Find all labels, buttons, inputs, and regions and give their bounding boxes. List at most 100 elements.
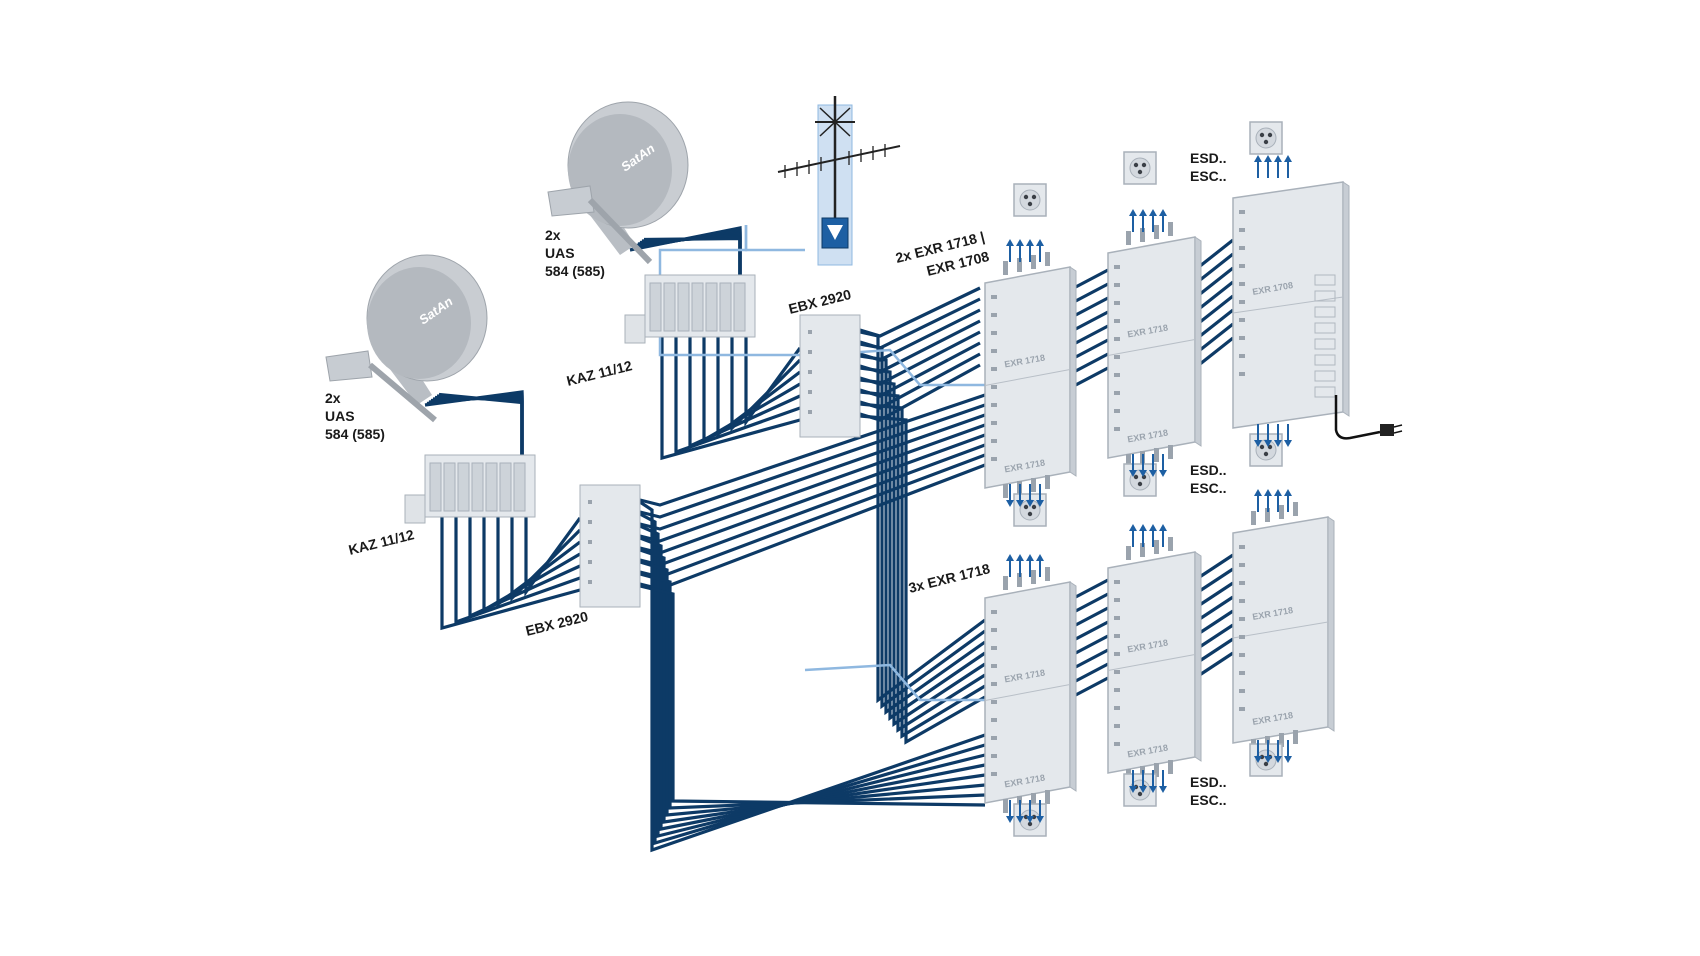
port-bottom: [1154, 448, 1159, 462]
ebx-upper-device: [799, 314, 861, 438]
arrow-down-head: [1264, 440, 1272, 447]
cable: [440, 517, 581, 631]
arrow-down-head: [1006, 500, 1014, 507]
port-top: [1045, 252, 1050, 266]
port-top: [1140, 228, 1145, 242]
port-left: [1239, 581, 1245, 585]
port-left: [1239, 264, 1245, 268]
cable: [482, 517, 581, 613]
cable: [859, 354, 986, 716]
satellite-dish-upper: SatAn: [547, 101, 689, 265]
esd-top-line2: ESC..: [1190, 168, 1227, 184]
kaz-upper-label: KAZ 11/12: [565, 357, 634, 389]
cable: [859, 402, 986, 739]
arrow-up-head: [1149, 209, 1157, 216]
arrow-down-head: [1026, 500, 1034, 507]
arrow-up-head: [1254, 155, 1262, 162]
cable: [639, 453, 986, 579]
vent: [1314, 354, 1336, 366]
port-left: [1114, 670, 1120, 674]
arrow-up-head: [1264, 489, 1272, 496]
port-bottom: [1168, 760, 1173, 774]
cable: [716, 337, 801, 438]
arrow-down-head: [1016, 500, 1024, 507]
port-left: [1239, 300, 1245, 304]
arrow-up-head: [1264, 155, 1272, 162]
dish-lower-model: 584 (585): [325, 426, 385, 442]
port-left: [1114, 742, 1120, 746]
port-left: [1114, 409, 1120, 413]
cable: [639, 403, 986, 519]
ebx-lower-label: EBX 2920: [524, 608, 590, 639]
port-left: [991, 457, 997, 461]
esd-top-line1: ESD..: [1190, 150, 1227, 166]
port-left: [991, 610, 997, 614]
arrow-up-head: [1129, 209, 1137, 216]
port-bottom: [1168, 445, 1173, 459]
cable: [744, 337, 802, 427]
wall-outlet-icon: [1249, 743, 1283, 777]
wall-outlet-icon: [1123, 773, 1157, 807]
port-top: [1168, 222, 1173, 236]
port-left: [1239, 671, 1245, 675]
arrow-down-head: [1149, 470, 1157, 477]
arrow-up-head: [1284, 489, 1292, 496]
cable: [859, 330, 986, 704]
cable: [660, 337, 801, 461]
exr-divider: [1232, 296, 1344, 314]
port-left: [1114, 319, 1120, 323]
vent: [1314, 274, 1336, 286]
wall-outlet-icon: [1249, 121, 1283, 155]
port-bottom: [1154, 763, 1159, 777]
port-top: [1003, 261, 1008, 275]
wall-outlet-icon: [1249, 433, 1283, 467]
port-left: [1114, 634, 1120, 638]
port-left: [991, 313, 997, 317]
terrestrial-antenna: [777, 96, 901, 266]
vent: [1314, 370, 1336, 382]
kaz-upper-device: [624, 274, 756, 344]
port-left: [1239, 617, 1245, 621]
port-left: [1114, 598, 1120, 602]
port-left: [991, 664, 997, 668]
port-top: [1279, 505, 1284, 519]
exr-divider: [1107, 339, 1196, 356]
port-left: [991, 772, 997, 776]
vent: [1314, 338, 1336, 350]
port-left: [1239, 689, 1245, 693]
cable: [639, 393, 986, 507]
arrow-up-head: [1139, 209, 1147, 216]
cable: [702, 337, 801, 443]
port-left: [1114, 283, 1120, 287]
dish-lower-type: UAS: [325, 408, 355, 424]
port-bottom: [1031, 478, 1036, 492]
port-left: [991, 331, 997, 335]
cable: [432, 396, 524, 460]
ebx-lower-device: [579, 484, 641, 608]
esd-bottom-line1: ESD..: [1190, 774, 1227, 790]
port-left: [991, 682, 997, 686]
arrow-down-head: [1274, 440, 1282, 447]
port-left: [991, 403, 997, 407]
ebx-upper-label: EBX 2920: [787, 286, 853, 317]
arrow-down-head: [1016, 816, 1024, 823]
signal-arrows: [1006, 155, 1292, 823]
port-top: [1293, 502, 1298, 516]
port-left: [991, 718, 997, 722]
arrow-up-head: [1026, 554, 1034, 561]
kaz-lower-device: [404, 454, 536, 524]
dish-lower-count: 2x: [325, 390, 341, 406]
port-left: [1114, 652, 1120, 656]
port-left: [1114, 580, 1120, 584]
port-left: [991, 439, 997, 443]
dish-upper-count: 2x: [545, 227, 561, 243]
cable: [674, 337, 801, 455]
port-top: [1017, 258, 1022, 272]
port-left: [1239, 318, 1245, 322]
arrow-down-head: [1139, 470, 1147, 477]
arrow-down-head: [1284, 756, 1292, 763]
vent: [1314, 322, 1336, 334]
